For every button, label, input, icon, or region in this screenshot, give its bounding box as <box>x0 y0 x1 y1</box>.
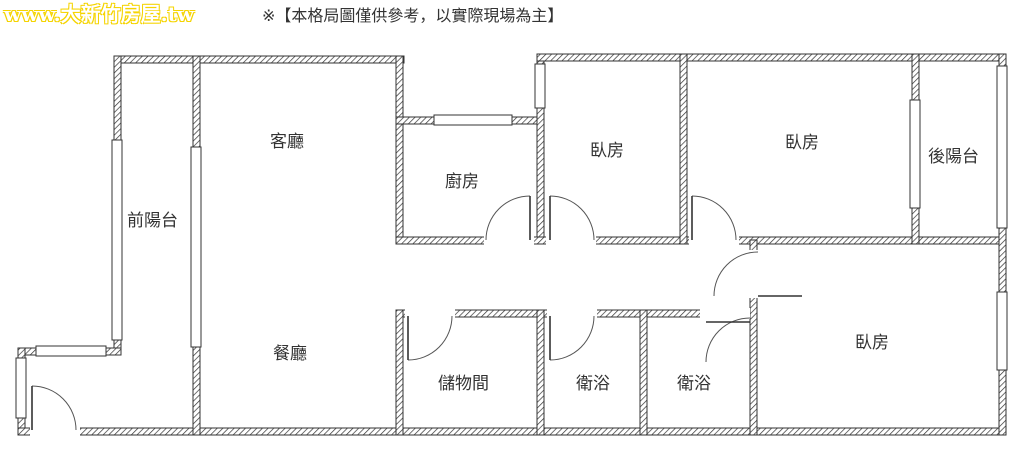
label-storage: 儲物間 <box>438 374 489 394</box>
label-back-balcony: 後陽台 <box>928 147 979 167</box>
site-brand: www.大新竹房屋.tw <box>4 2 195 26</box>
doors <box>30 195 802 437</box>
wall-top-right <box>536 53 1007 62</box>
disclaimer-note: ※【本格局圖僅供參考，以實際現場為主】 <box>262 6 564 25</box>
room-labels: 客廳 餐廳 前陽台 廚房 臥房 臥房 後陽台 臥房 儲物間 衛浴 衛浴 <box>127 132 979 394</box>
wall-storage-bath1 <box>536 309 545 436</box>
label-front-balcony: 前陽台 <box>127 211 178 231</box>
window-kitchen-top <box>433 114 513 126</box>
wall-bath2-bed3 <box>749 239 758 436</box>
window-bedroom1-left <box>534 63 546 109</box>
label-dining-room: 餐廳 <box>273 344 307 364</box>
wall-bath1-bath2 <box>639 309 648 436</box>
windows <box>15 63 1008 419</box>
window-front-balcony-inner <box>190 146 202 348</box>
label-bedroom-2: 臥房 <box>785 133 819 153</box>
window-entry-top <box>35 345 107 357</box>
wall-bottom <box>17 427 1007 436</box>
window-front-balcony-left <box>111 139 123 341</box>
label-kitchen: 廚房 <box>445 171 479 192</box>
window-bedroom3-right <box>996 291 1008 371</box>
wall-right-outer <box>998 53 1007 436</box>
window-back-balcony <box>996 65 1008 229</box>
label-bathroom-2: 衛浴 <box>677 374 711 394</box>
label-bathroom-1: 衛浴 <box>576 374 610 394</box>
label-living-room: 客廳 <box>270 132 304 152</box>
window-bedroom2-right <box>909 99 921 209</box>
label-bedroom-1: 臥房 <box>590 141 624 161</box>
wall-storage-left <box>395 309 404 436</box>
window-entry-left <box>15 357 27 419</box>
wall-bed1-bed2 <box>679 53 688 245</box>
label-bedroom-3: 臥房 <box>855 333 889 353</box>
wall-living-right-upper <box>395 55 404 245</box>
wall-top-left <box>113 55 405 64</box>
